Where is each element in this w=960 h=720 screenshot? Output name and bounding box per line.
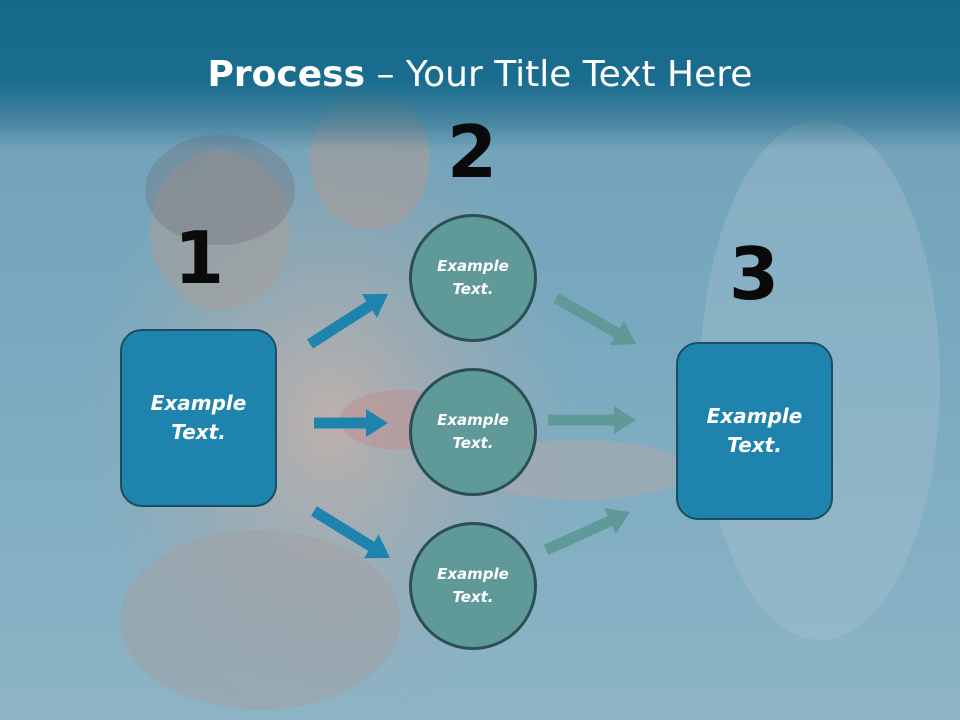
circle-bottom: Example Text. <box>409 522 537 650</box>
circle-middle-line1: Example <box>437 411 509 429</box>
arrow-box-to-middle-circle <box>314 409 388 437</box>
circle-top: Example Text. <box>409 214 537 342</box>
step-3-number: 3 <box>728 232 780 316</box>
step-3-text-line2: Text. <box>727 433 782 457</box>
circle-middle: Example Text. <box>409 368 537 496</box>
arrow-box-to-bottom-circle <box>311 506 390 559</box>
circle-bottom-line1: Example <box>437 565 509 583</box>
step-3-text-line1: Example <box>706 404 803 428</box>
arrow-box-to-top-circle <box>307 294 388 349</box>
circle-top-line2: Text. <box>452 280 494 298</box>
title-bold: Process <box>207 54 366 95</box>
title-rest: – Your Title Text Here <box>365 54 753 95</box>
title-band <box>0 0 960 150</box>
arrow-middle-circle-to-box <box>548 406 636 434</box>
step-1-text-line2: Text. <box>171 420 226 444</box>
slide-title: Process – Your Title Text Here <box>0 52 960 98</box>
circle-top-line1: Example <box>437 257 509 275</box>
step-1-box: Example Text. <box>120 329 277 507</box>
arrow-bottom-circle-to-box <box>543 508 630 555</box>
step-1-text-line1: Example <box>150 391 247 415</box>
step-3-box: Example Text. <box>676 342 833 520</box>
circle-bottom-line2: Text. <box>452 588 494 606</box>
step-2-number: 2 <box>446 110 498 194</box>
arrow-top-circle-to-box <box>553 293 636 346</box>
step-1-number: 1 <box>173 216 225 300</box>
circle-middle-line2: Text. <box>452 434 494 452</box>
